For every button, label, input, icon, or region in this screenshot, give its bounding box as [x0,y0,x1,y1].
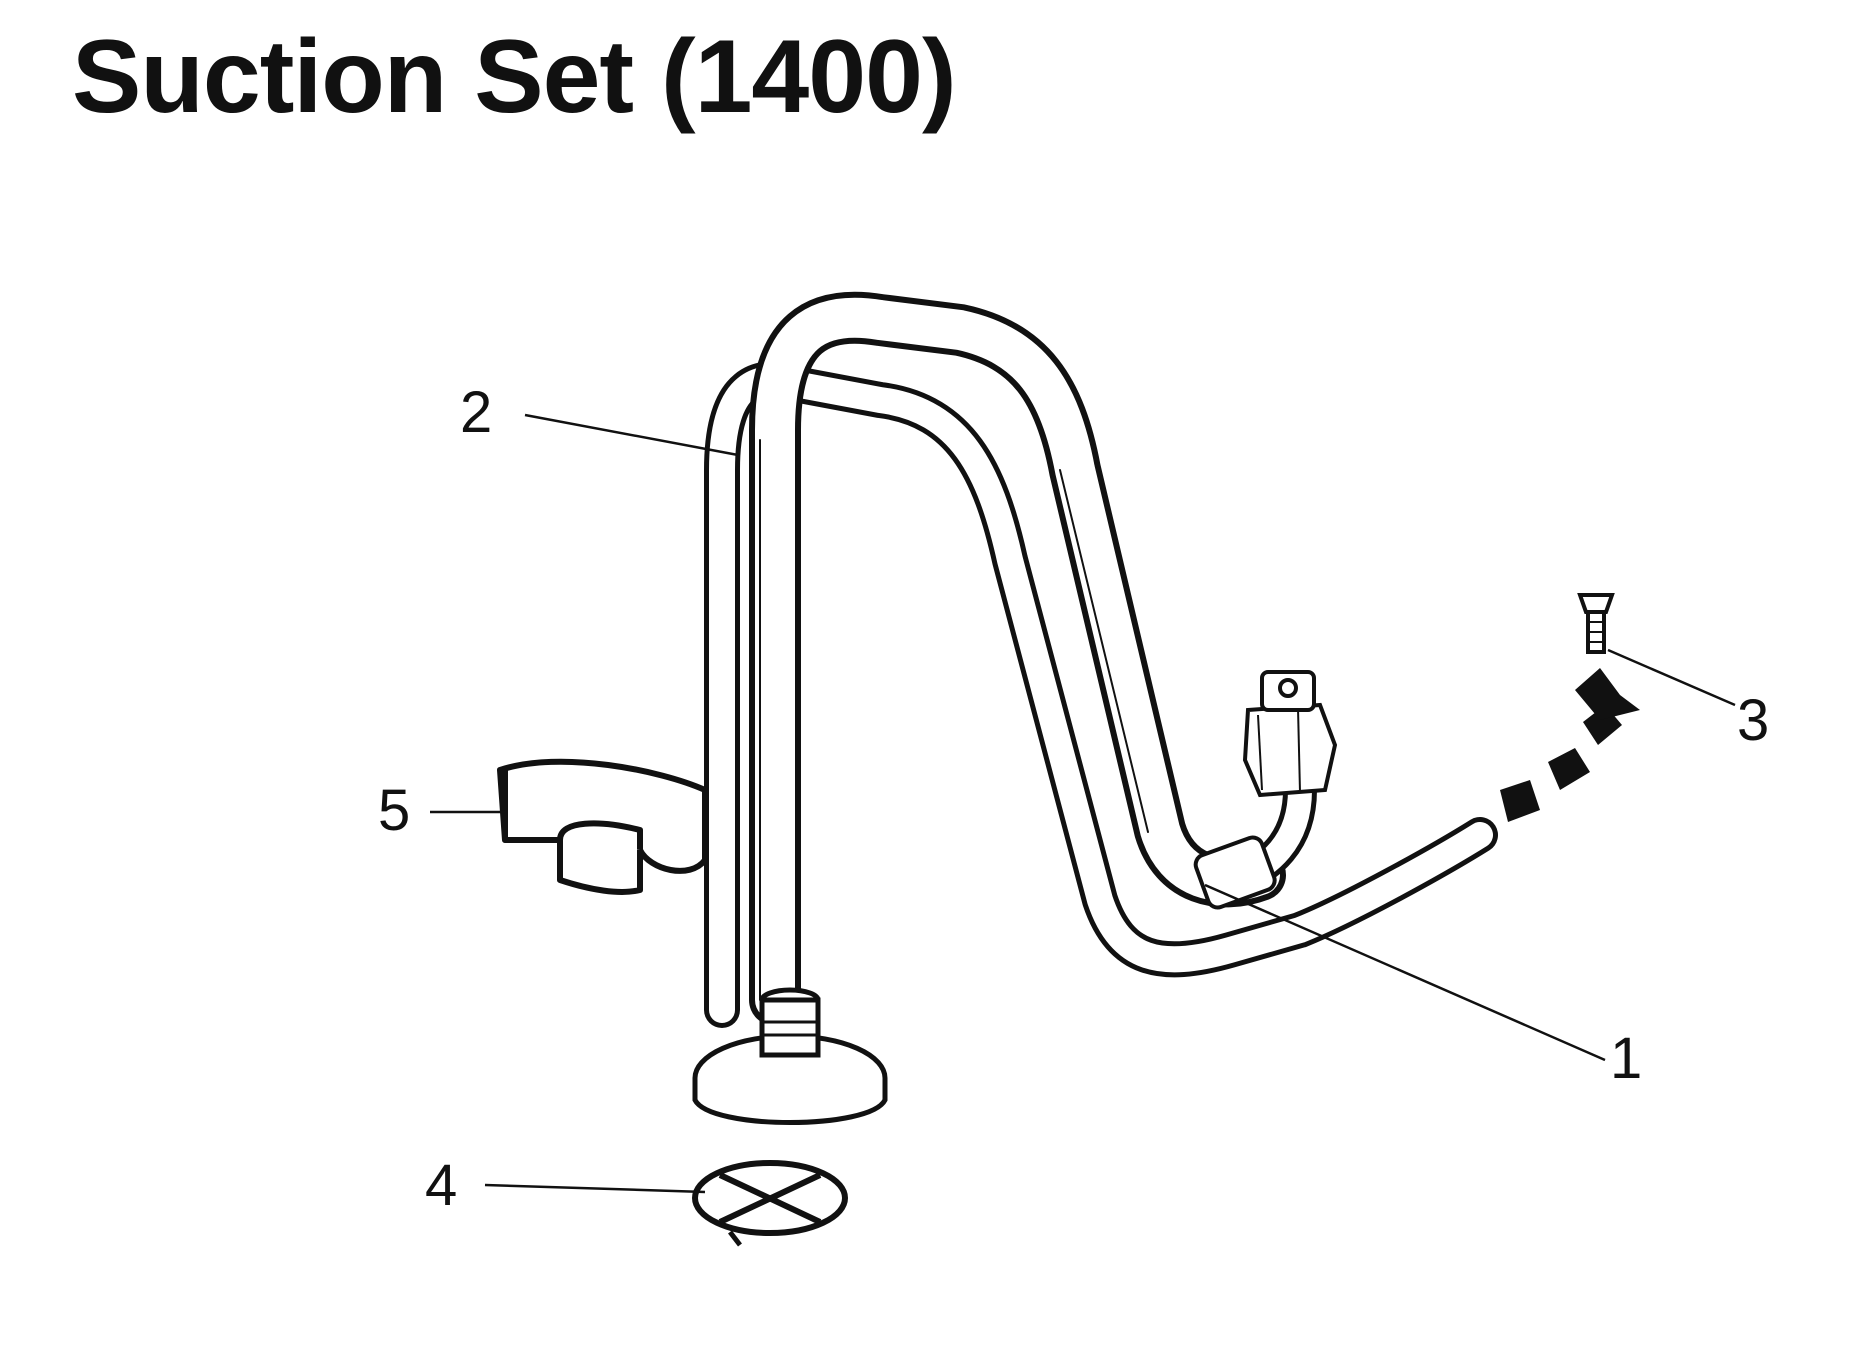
strainer-screen [692,1160,848,1247]
leader-lines [430,413,1736,1194]
leader-line-1 [1204,883,1606,1062]
callout-4: 4 [425,1153,457,1218]
callout-2: 2 [460,380,492,445]
insertion-arrow [1500,668,1640,822]
elbow-fitting [1193,670,1338,910]
callout-1: 1 [1610,1026,1642,1091]
leader-line-4 [484,1183,706,1194]
diagram-title: Suction Set (1400) [72,19,957,135]
small-fitting [1577,593,1615,654]
foot-valve [692,987,888,1125]
callout-3: 3 [1737,688,1769,753]
hose-clip [497,758,708,895]
suction-tube [704,291,1498,1028]
leader-line-3 [1607,648,1736,707]
callout-5: 5 [378,778,410,843]
leader-line-2 [524,413,739,457]
